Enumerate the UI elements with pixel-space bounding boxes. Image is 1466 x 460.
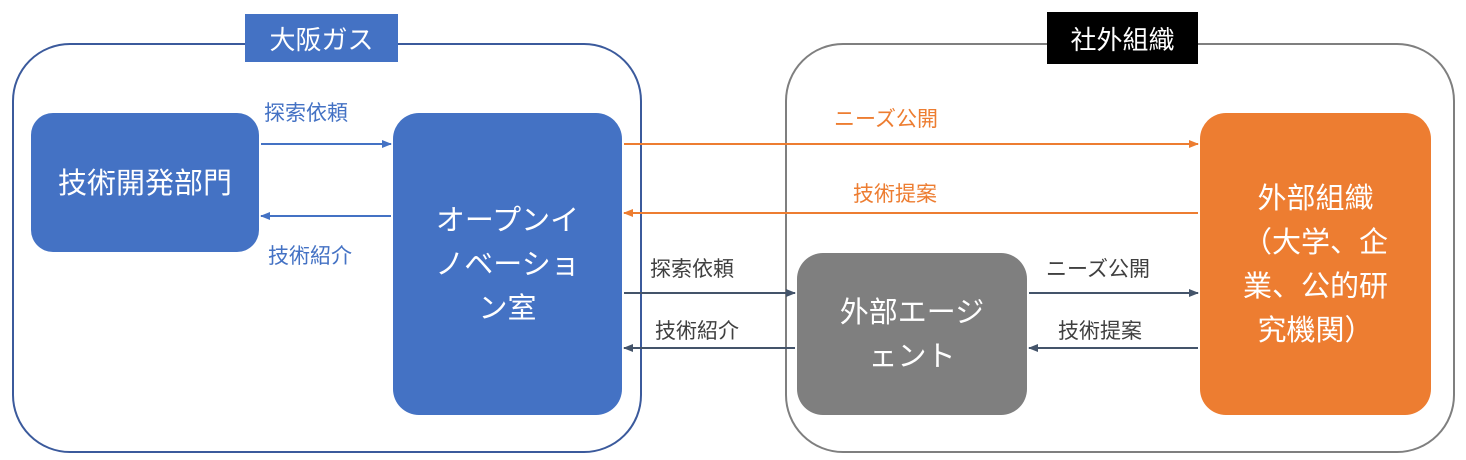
external-organization-node: 外部組織（大学、企業、公的研究機関）: [1200, 113, 1431, 415]
label-oi-to-org: ニーズ公開: [834, 107, 938, 131]
osaka-gas-tag: 大阪ガス: [245, 14, 398, 62]
label-org-to-agent: 技術提案: [1058, 319, 1142, 343]
external-organization-label: 外部組織（大学、企業、公的研究機関）: [1242, 181, 1388, 347]
external-organizations-tag: 社外組織: [1047, 12, 1198, 64]
rd-division-label: 技術開発部門: [57, 165, 232, 200]
external-agent-label: 外部エージェント: [839, 295, 985, 373]
label-oi-to-agent: 探索依頼: [650, 257, 734, 281]
label-org-to-oi: 技術提案: [853, 182, 937, 206]
label-agent-to-oi: 技術紹介: [655, 319, 739, 343]
rd-division-node: 技術開発部門: [31, 113, 259, 252]
label-oi-to-rd: 技術紹介: [268, 244, 352, 268]
label-agent-to-org: ニーズ公開: [1046, 257, 1150, 281]
external-agent-node: 外部エージェント: [797, 253, 1027, 415]
open-innovation-office-node: オープンイノベーション室: [393, 113, 622, 415]
open-innovation-office-label: オープンイノベーション室: [435, 203, 580, 325]
label-rd-to-oi: 探索依頼: [264, 101, 348, 125]
